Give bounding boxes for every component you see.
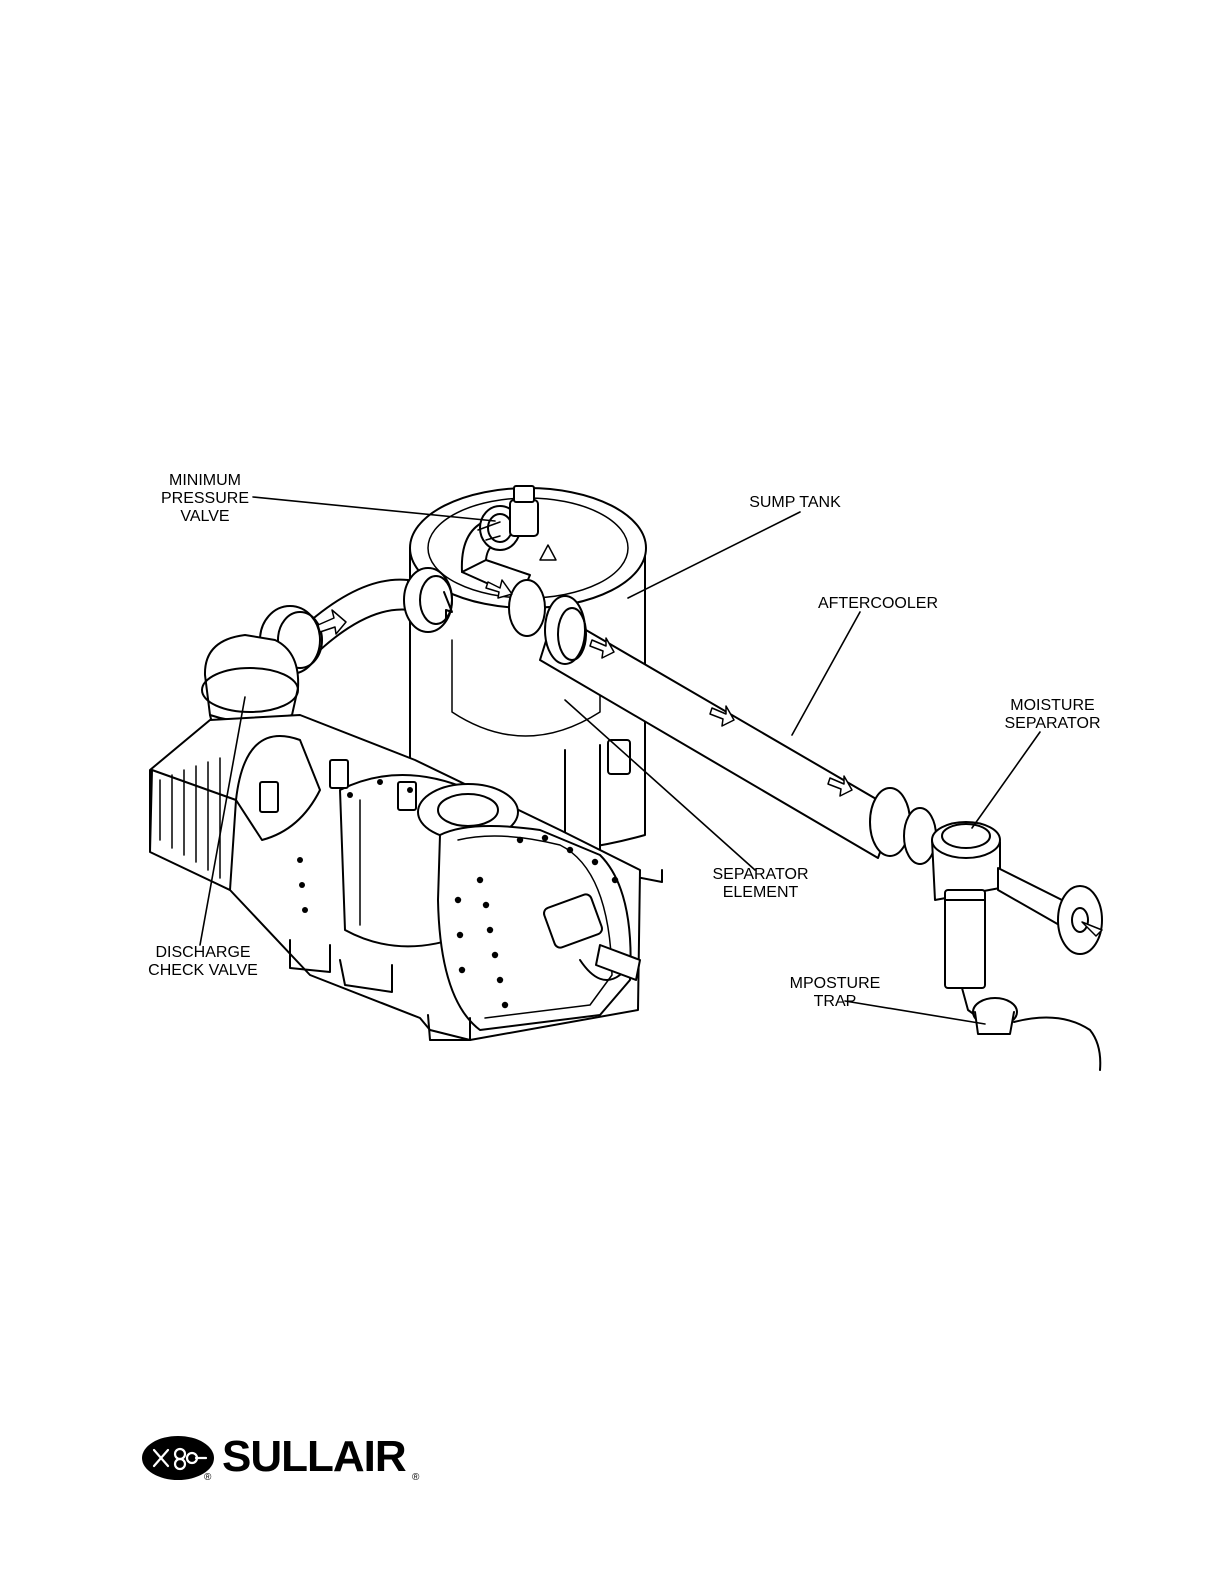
- label-aftercooler: AFTERCOOLER: [808, 595, 948, 613]
- label-line: MPOSTURE: [780, 975, 890, 993]
- leader-aftercooler: [792, 612, 860, 735]
- sullair-wordmark: SULLAIR: [222, 1432, 406, 1482]
- label-sump-tank: SUMP TANK: [740, 494, 850, 512]
- moisture-separator: [932, 822, 1102, 988]
- label-minimum-pressure-valve: MINIMUM PRESSURE VALVE: [150, 472, 260, 526]
- label-line: DISCHARGE: [138, 944, 268, 962]
- label-line: SEPARATOR: [995, 715, 1110, 733]
- moisture-trap: [962, 988, 1100, 1070]
- label-line: AFTERCOOLER: [808, 595, 948, 613]
- leader-sump-tank: [628, 512, 800, 598]
- label-separator-element: SEPARATOR ELEMENT: [703, 866, 818, 902]
- label-line: SEPARATOR: [703, 866, 818, 884]
- leader-moisture-separator: [972, 732, 1040, 828]
- label-line: ELEMENT: [703, 884, 818, 902]
- label-line: MINIMUM: [150, 472, 260, 490]
- label-line: CHECK VALVE: [138, 962, 268, 980]
- label-line: SUMP TANK: [740, 494, 850, 512]
- label-line: PRESSURE: [150, 490, 260, 508]
- label-line: VALVE: [150, 508, 260, 526]
- label-moisture-trap: MPOSTURE TRAP: [780, 975, 890, 1011]
- label-moisture-separator: MOISTURE SEPARATOR: [995, 697, 1110, 733]
- registered-mark: ®: [204, 1472, 211, 1483]
- label-discharge-check-valve: DISCHARGE CHECK VALVE: [138, 944, 268, 980]
- label-line: MOISTURE: [995, 697, 1110, 715]
- registered-mark: ®: [412, 1472, 419, 1483]
- label-line: TRAP: [780, 993, 890, 1011]
